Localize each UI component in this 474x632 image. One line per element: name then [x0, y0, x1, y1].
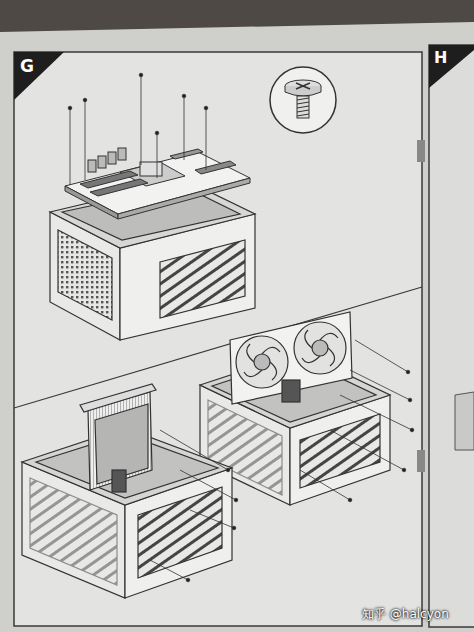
panel-h — [429, 45, 474, 627]
leader-lines — [68, 73, 208, 185]
screw-icon — [270, 67, 336, 133]
binding-clip — [417, 140, 425, 162]
leader-lines — [150, 430, 238, 582]
paper — [0, 22, 474, 632]
watermark: 知乎 @halcyon — [362, 606, 449, 623]
panel-letter: H — [434, 48, 447, 67]
case-radiator — [22, 384, 232, 598]
panel-letter: G — [20, 56, 34, 76]
partial-case — [455, 392, 474, 450]
binding-clip — [417, 450, 425, 472]
leader-lines — [300, 340, 414, 502]
panel-g — [14, 52, 422, 626]
corner-tab — [429, 45, 474, 88]
corner-tab — [14, 52, 64, 100]
motherboard — [65, 148, 250, 219]
